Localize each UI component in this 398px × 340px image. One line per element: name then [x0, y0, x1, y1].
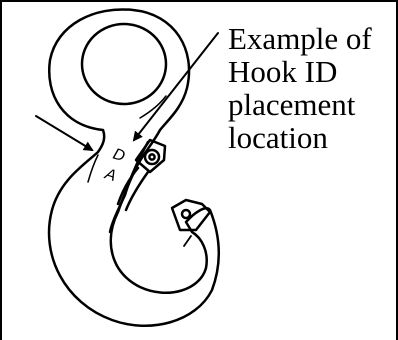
- latch-pivot-inner: [148, 153, 156, 161]
- caption-line: Example of: [228, 21, 372, 56]
- hook-outline: [47, 8, 221, 327]
- hook-id-letter-a: A: [102, 165, 118, 185]
- latch-block: [134, 138, 167, 174]
- tip-mark: [183, 235, 192, 247]
- caption-line: placement: [228, 87, 356, 122]
- hook-id-letter-d: D: [111, 146, 128, 166]
- hook-eye: [80, 22, 168, 106]
- pointer-arrow-left: [35, 115, 94, 152]
- latch-arm: [116, 166, 150, 212]
- pointer-arrow-caption: [132, 32, 219, 142]
- tip-pin: [180, 208, 192, 220]
- hook-detail-stroke: [87, 154, 99, 183]
- caption-line: location: [228, 120, 328, 155]
- hook-tip: [170, 198, 212, 232]
- hook-shank-edge: [108, 140, 150, 234]
- latch-pivot-outer: [143, 148, 161, 166]
- placement-caption: Example of Hook ID placement location: [228, 22, 393, 154]
- caption-line: Hook ID: [228, 54, 338, 89]
- hook-detail-stroke: [139, 95, 167, 119]
